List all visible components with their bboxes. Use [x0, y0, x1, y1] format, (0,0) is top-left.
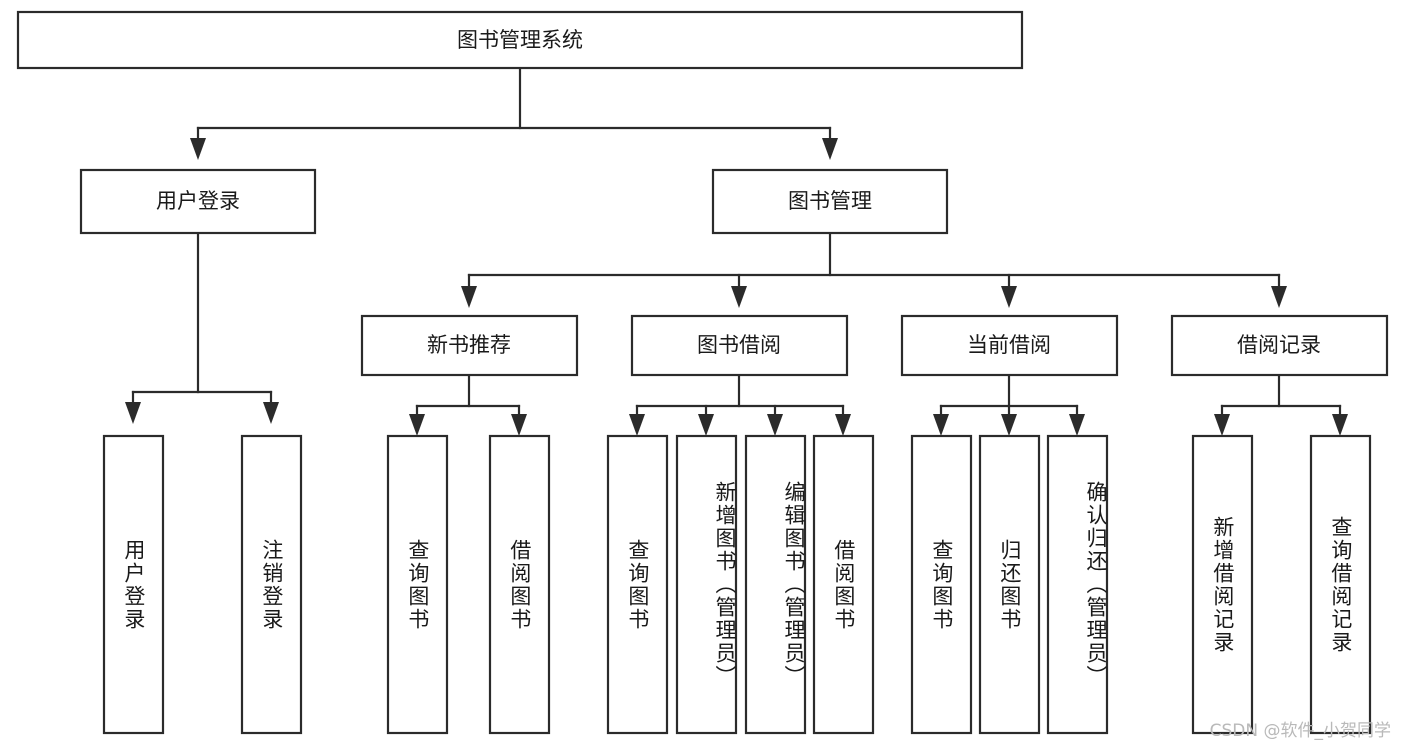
leaf-box-current-borrow-0[interactable]: [910, 434, 973, 735]
arrow-to-book-borrow: [731, 286, 747, 308]
leaf-box-borrow-record-1[interactable]: [1309, 434, 1372, 735]
node-borrow-record-label: 借阅记录: [1237, 333, 1321, 357]
node-root-box[interactable]: [16, 10, 1024, 70]
watermark-text: CSDN @软件_小贺同学: [1209, 721, 1391, 741]
arrow-to-new-book: [461, 286, 477, 308]
leaf-box-book-borrow-0[interactable]: [606, 434, 669, 735]
leaf-box-book-borrow-1[interactable]: [675, 434, 738, 735]
node-book-borrow[interactable]: 图书借阅: [630, 314, 849, 377]
node-user-login-box[interactable]: [79, 168, 317, 235]
arrow-borrowrecord-leaf0: [1214, 414, 1230, 436]
arrow-to-user-login: [190, 138, 206, 160]
arrow-currentborrow-leaf1: [1001, 414, 1017, 436]
leaf-box-borrow-record-0[interactable]: [1191, 434, 1254, 735]
leaf-box-current-borrow-1[interactable]: [978, 434, 1041, 735]
connectors-bookborrow-to-leaves: [629, 373, 851, 436]
node-user-login[interactable]: 用户登录: [79, 168, 317, 235]
arrow-currentborrow-leaf0: [933, 414, 949, 436]
connectors-currentborrow-to-leaves: [933, 373, 1085, 436]
node-current-borrow-label: 当前借阅: [967, 333, 1051, 357]
node-book-manage-box[interactable]: [711, 168, 949, 235]
arrow-to-borrow-record: [1271, 286, 1287, 308]
node-borrow-record[interactable]: 借阅记录: [1170, 314, 1389, 377]
node-current-borrow[interactable]: 当前借阅: [900, 314, 1119, 377]
arrow-newbook-leaf0: [409, 414, 425, 436]
node-book-manage-label: 图书管理: [788, 189, 872, 213]
node-new-book[interactable]: 新书推荐: [360, 314, 579, 377]
node-root[interactable]: 图书管理系统: [16, 10, 1024, 70]
arrow-userlogin-leaf0: [125, 402, 141, 424]
connectors-newbook-to-leaves: [409, 373, 527, 436]
arrow-to-current-borrow: [1001, 286, 1017, 308]
arrow-to-book-manage: [822, 138, 838, 160]
connectors-root-to-level2: [190, 66, 838, 160]
arrow-bookborrow-leaf1: [698, 414, 714, 436]
node-new-book-label: 新书推荐: [427, 333, 511, 357]
node-book-borrow-label: 图书借阅: [697, 333, 781, 357]
arrow-borrowrecord-leaf1: [1332, 414, 1348, 436]
node-user-login-label: 用户登录: [156, 189, 240, 213]
leaf-box-book-borrow-2[interactable]: [744, 434, 807, 735]
connectors-borrowrecord-to-leaves: [1214, 373, 1348, 436]
arrow-newbook-leaf1: [511, 414, 527, 436]
node-borrow-record-box[interactable]: [1170, 314, 1389, 377]
arrow-bookborrow-leaf3: [835, 414, 851, 436]
arrow-bookborrow-leaf0: [629, 414, 645, 436]
node-root-label: 图书管理系统: [457, 28, 583, 52]
leaf-box-new-book-0[interactable]: [386, 434, 449, 735]
arrow-bookborrow-leaf2: [767, 414, 783, 436]
leaf-box-current-borrow-2[interactable]: [1046, 434, 1109, 735]
connectors-bookmanage-to-level3: [461, 231, 1287, 308]
leaf-box-user-login-1[interactable]: [240, 434, 303, 735]
leaf-box-book-borrow-3[interactable]: [812, 434, 875, 735]
leaf-box-user-login-0[interactable]: [102, 434, 165, 735]
arrow-userlogin-leaf1: [263, 402, 279, 424]
node-book-borrow-box[interactable]: [630, 314, 849, 377]
arrow-currentborrow-leaf2: [1069, 414, 1085, 436]
node-book-manage[interactable]: 图书管理: [711, 168, 949, 235]
leaf-box-new-book-1[interactable]: [488, 434, 551, 735]
node-new-book-box[interactable]: [360, 314, 579, 377]
connectors-userlogin-to-leaves: [125, 231, 279, 424]
node-current-borrow-box[interactable]: [900, 314, 1119, 377]
